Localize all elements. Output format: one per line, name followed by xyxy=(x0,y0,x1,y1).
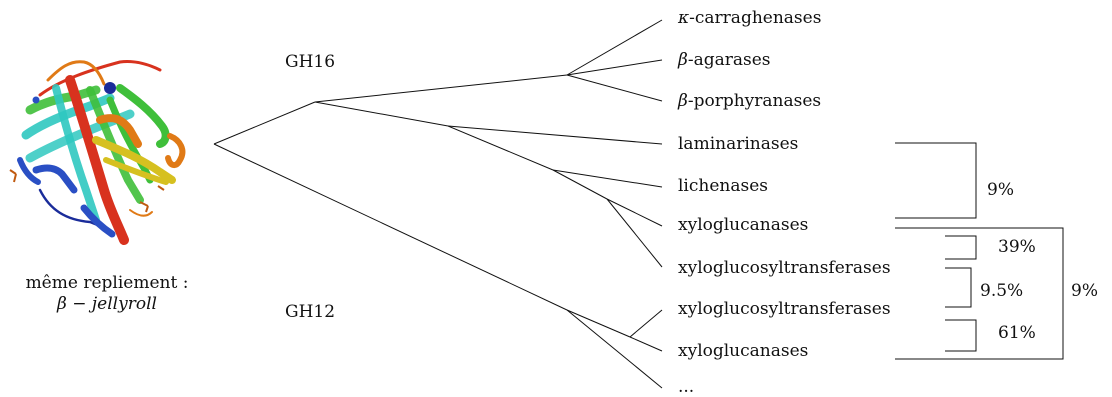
tree-branch-gh12-inner xyxy=(566,309,631,338)
tree-branch-gh16-agar xyxy=(314,74,568,103)
leaf-label-xyloglucanases-gh12: xyloglucanases xyxy=(678,341,809,361)
greek-prefix: β xyxy=(678,50,688,70)
tree-branch-xyl1 xyxy=(606,198,663,227)
identity-9-5: 9.5% xyxy=(980,281,1024,301)
tree-branch-agar-porph xyxy=(566,74,663,102)
leaf-label-xyloglucanases-gh16: xyloglucanases xyxy=(678,215,809,235)
protein-structure-image xyxy=(9,60,186,245)
tree-branch-agar-beta xyxy=(566,59,663,76)
identity-lam-xyl: 9% xyxy=(987,180,1014,200)
bracket-61 xyxy=(945,319,977,352)
bracket-outer xyxy=(895,227,1064,360)
tree-branch-xyl2 xyxy=(629,336,663,352)
bracket-39 xyxy=(945,235,977,260)
identity-outer: 9% xyxy=(1071,281,1098,301)
greek-prefix: β xyxy=(678,91,688,111)
tree-branch-xgt2 xyxy=(629,309,663,338)
tree-branch-inner-lam xyxy=(447,125,663,145)
greek-prefix: κ xyxy=(678,8,690,28)
group-label-gh16: GH16 xyxy=(285,52,336,72)
tree-branch-dots xyxy=(566,309,663,389)
tree-branch-xgt1 xyxy=(606,198,663,268)
tree-branch-inner-lic xyxy=(447,125,554,171)
tree-branch-lic xyxy=(552,169,663,188)
tree-branch-inner2 xyxy=(552,169,608,200)
identity-39: 39% xyxy=(998,237,1036,257)
leaf-label-beta-agarases: β-agarases xyxy=(678,50,771,70)
leaf-text: -porphyranases xyxy=(687,91,822,111)
leaf-label-laminarinases: laminarinases xyxy=(678,134,799,154)
tree-branch-root-gh16 xyxy=(213,101,316,145)
bracket-95 xyxy=(945,267,972,308)
fold-caption-line2: β − jellyroll xyxy=(57,294,157,314)
group-label-gh12: GH12 xyxy=(285,302,336,322)
leaf-text: -carraghenases xyxy=(689,8,822,28)
leaf-text: -agarases xyxy=(687,50,771,70)
bracket-lam-xyl xyxy=(895,142,977,219)
tree-branch-gh16-inner xyxy=(314,101,449,127)
leaf-label-xyloglucosyltransferases-gh16: xyloglucosyltransferases xyxy=(678,258,891,278)
leaf-label-kappa-carraghenases: κ-carraghenases xyxy=(678,8,821,28)
leaf-label-beta-porphyranases: β-porphyranases xyxy=(678,91,821,111)
identity-61: 61% xyxy=(998,323,1036,343)
leaf-label-lichenases: lichenases xyxy=(678,176,768,196)
tree-branch-root-gh12 xyxy=(213,143,568,311)
leaf-label-xyloglucosyltransferases-gh12: xyloglucosyltransferases xyxy=(678,299,891,319)
leaf-label-ellipsis: ... xyxy=(678,377,695,397)
tree-branch-agar-kappa xyxy=(566,19,663,76)
fold-caption-line1: même repliement : xyxy=(25,273,189,293)
